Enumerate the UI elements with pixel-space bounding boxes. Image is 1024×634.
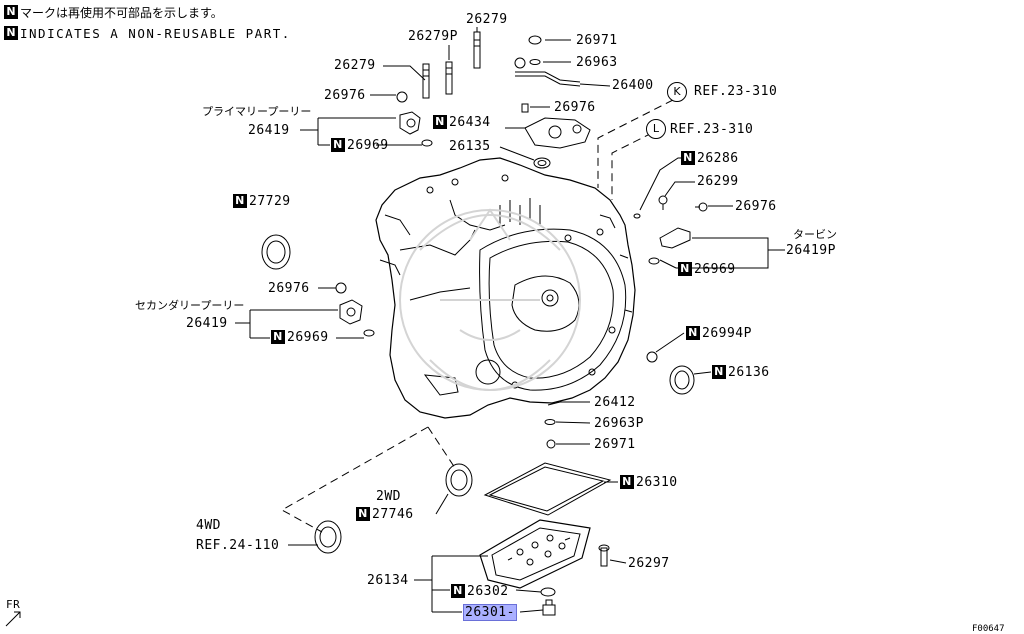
callout-26279P[interactable]: 26279P: [408, 29, 458, 44]
label-turbine: タービン: [793, 228, 837, 241]
part-primary-sensor-26419: [396, 91, 433, 147]
part-seal-26136: [646, 351, 695, 395]
non-reusable-marker-icon: N: [233, 194, 247, 208]
non-reusable-marker-icon: N: [686, 326, 700, 340]
non-reusable-marker-icon: N: [4, 26, 18, 40]
part-turbine-sensor-26419P: [633, 195, 708, 265]
non-reusable-marker-icon: N: [433, 115, 447, 129]
ref-marker-l[interactable]: L: [646, 119, 666, 139]
ref-l-text[interactable]: REF.23-310: [670, 122, 754, 137]
part-seal-27746: [445, 463, 473, 497]
callout-26419-secondary[interactable]: 26419: [186, 316, 228, 331]
transmission-housing: [375, 157, 636, 419]
callout-26976-center[interactable]: 26976: [554, 100, 596, 115]
part-secondary-sensor-26419: [335, 282, 375, 337]
part-seal-27729: [261, 234, 291, 270]
non-reusable-marker-icon: N: [356, 507, 370, 521]
callout-26134[interactable]: 26134: [367, 573, 409, 588]
callout-26297[interactable]: 26297: [628, 556, 670, 571]
callout-26976-secondary[interactable]: 26976: [268, 281, 310, 296]
callout-26976-right[interactable]: 26976: [735, 199, 777, 214]
fr-arrow-icon: [5, 611, 21, 627]
ref-marker-k[interactable]: K: [667, 82, 687, 102]
part-bracket-26400: [514, 35, 581, 87]
part-drain-small: [544, 401, 570, 449]
non-reusable-marker-icon: N: [4, 5, 18, 19]
dashed-reference-lines: [280, 99, 674, 533]
callout-26419-primary[interactable]: 26419: [248, 123, 290, 138]
callout-26971-top[interactable]: 26971: [576, 33, 618, 48]
non-reusable-marker-icon: N: [451, 584, 465, 598]
callout-26135[interactable]: 26135: [449, 139, 491, 154]
part-seal-4wd: [314, 520, 342, 554]
part-pan-bolt-26297: [598, 544, 610, 567]
callout-26301-highlighted[interactable]: 26301-: [463, 604, 517, 621]
non-reusable-marker-icon: N: [620, 475, 634, 489]
part-drain-plug-26301: [542, 599, 556, 616]
callout-26963[interactable]: 26963: [576, 55, 618, 70]
non-reusable-marker-icon: N: [681, 151, 695, 165]
callout-26412[interactable]: 26412: [594, 395, 636, 410]
callout-26279-left[interactable]: 26279: [334, 58, 376, 73]
label-4wd: 4WD: [196, 518, 221, 533]
non-reusable-marker-icon: N: [678, 262, 692, 276]
ref-k-text[interactable]: REF.23-310: [694, 84, 778, 99]
non-reusable-marker-icon: N: [331, 138, 345, 152]
callout-26299[interactable]: 26299: [697, 174, 739, 189]
label-2wd: 2WD: [376, 489, 401, 504]
callout-26400[interactable]: 26400: [612, 78, 654, 93]
legend-jp-text: マークは再使用不可部品を示します。: [20, 6, 223, 20]
part-gasket-26310: [483, 462, 612, 516]
label-primary-pulley: プライマリープーリー: [202, 105, 312, 118]
callout-26976-left[interactable]: 26976: [324, 88, 366, 103]
watermark-emblem: [399, 208, 581, 391]
callout-26419P[interactable]: 26419P: [786, 243, 836, 258]
non-reusable-marker-icon: N: [271, 330, 285, 344]
legend-en-text: INDICATES A NON-REUSABLE PART.: [20, 26, 291, 41]
leader-lines: [235, 27, 785, 613]
part-oil-pan-26134: [479, 519, 591, 589]
callout-26279-top[interactable]: 26279: [466, 12, 508, 27]
ref-4wd-text[interactable]: REF.24-110: [196, 538, 280, 553]
label-secondary-pulley: セカンダリープーリー: [135, 299, 245, 312]
part-gasket-26302: [540, 587, 556, 597]
callout-26963P[interactable]: 26963P: [594, 416, 644, 431]
callout-26971-bottom[interactable]: 26971: [594, 437, 636, 452]
part-cover-26434: [521, 103, 591, 169]
figure-code: F00647: [972, 624, 1005, 634]
direction-fr-label: FR: [6, 598, 21, 611]
non-reusable-marker-icon: N: [712, 365, 726, 379]
